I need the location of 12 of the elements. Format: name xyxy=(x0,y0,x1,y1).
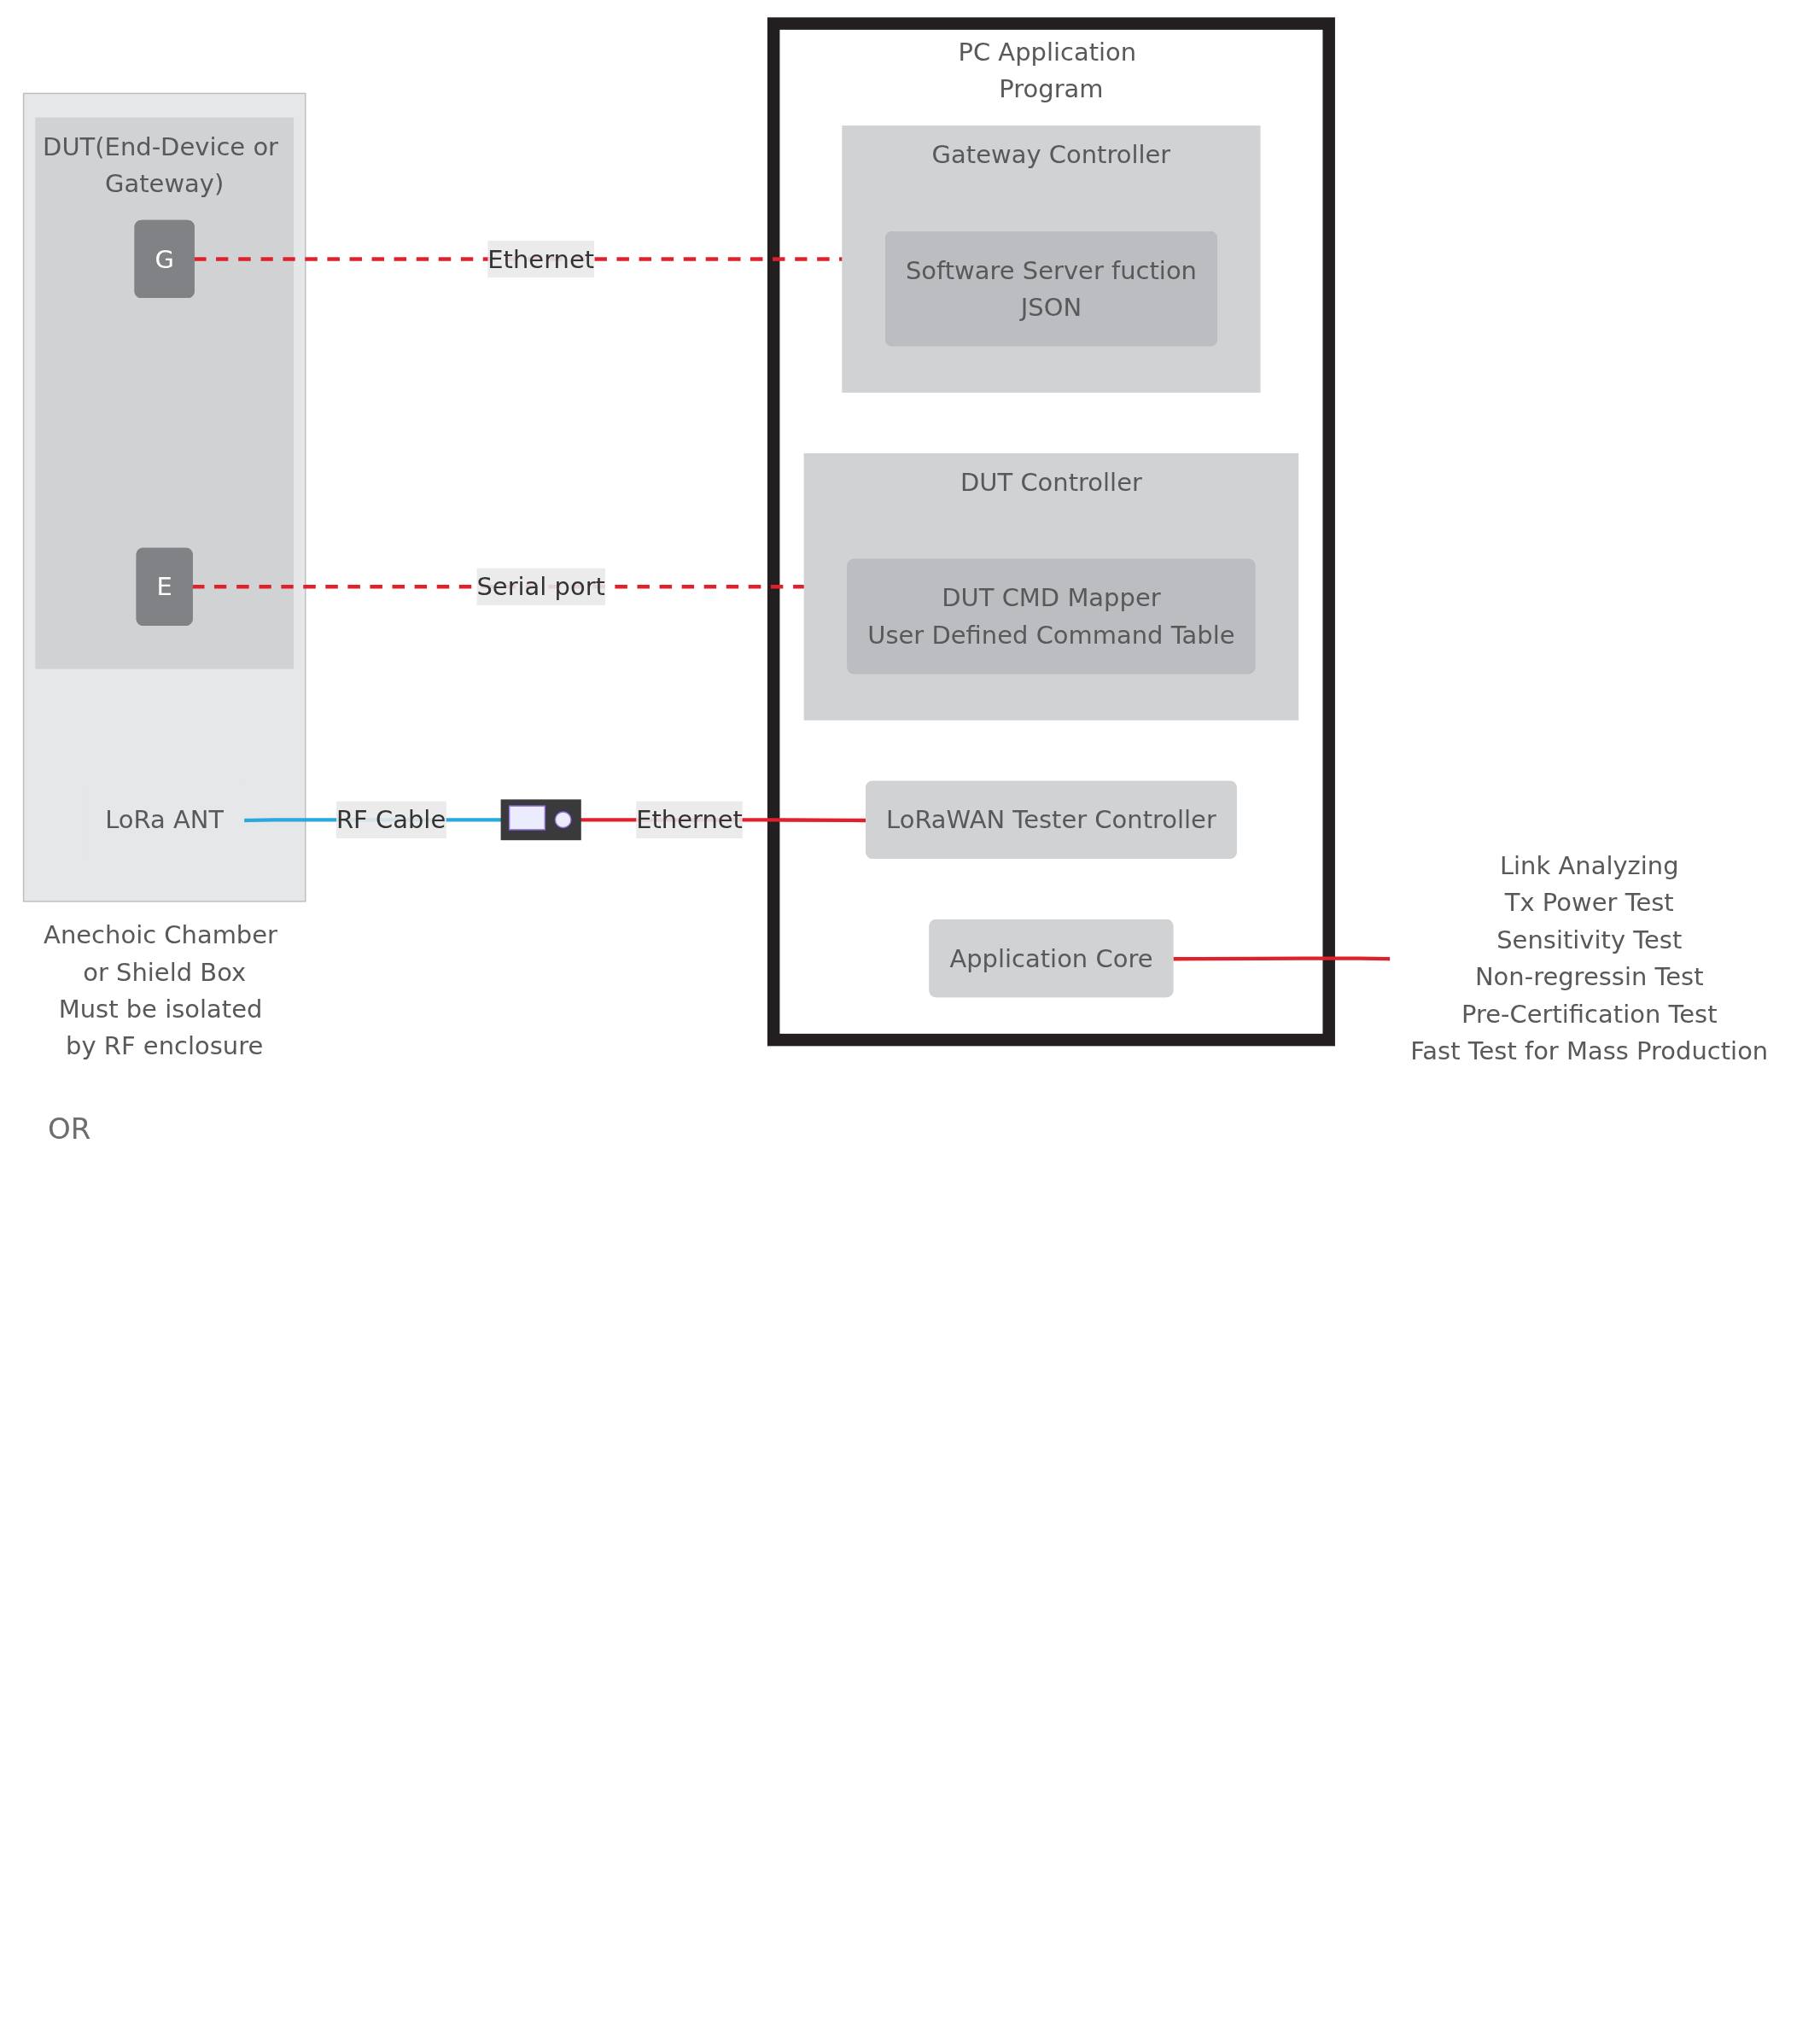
node-label: Anechoic Chamber or Shield Box xyxy=(44,919,277,987)
edge-label: Ethernet xyxy=(487,244,595,274)
node-text: Link Analyzing Tx Power Test Sensitivity Test Non-regressin Test Pre-Certification Test Fast Test for Mass Production xyxy=(1410,850,1769,1066)
cluster xyxy=(22,92,306,902)
node-picture xyxy=(500,799,581,841)
edge-label: Ethernet xyxy=(636,804,743,835)
edge-label: Serial port xyxy=(476,571,605,602)
node-text: LoRa ANT xyxy=(105,804,225,835)
connector xyxy=(1173,956,1391,961)
note-text: OR xyxy=(48,1111,92,1146)
edge-label: RF Cable xyxy=(335,804,446,835)
node-label: Must be isolated by RF enclosure xyxy=(58,994,264,1061)
